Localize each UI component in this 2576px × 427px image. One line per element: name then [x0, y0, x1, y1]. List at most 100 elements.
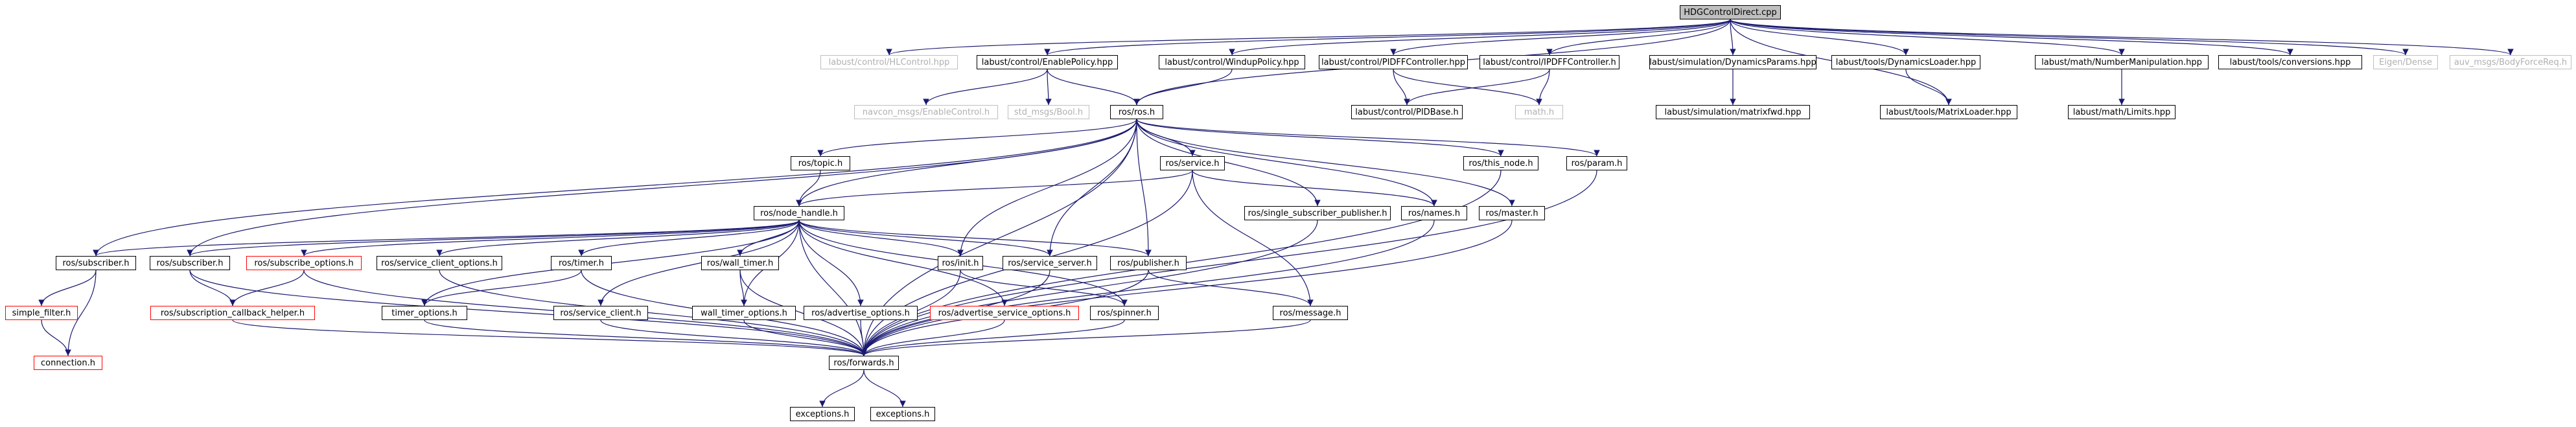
edge-rosh-to-init: [957, 119, 1137, 257]
node-wall-timer[interactable]: ros/wall_timer.h: [701, 256, 779, 270]
edge-pidffc_h-to-mathh: [1536, 69, 1550, 106]
node-init[interactable]: ros/init.h: [938, 256, 983, 270]
node-message[interactable]: ros/message.h: [1273, 306, 1348, 320]
node-conversions[interactable]: labust/tools/conversions.hpp: [2218, 55, 2362, 69]
node-forwards[interactable]: ros/forwards.h: [829, 356, 899, 370]
edge-enablepolicy-to-navcon: [923, 69, 1048, 106]
node-exceptions-2[interactable]: exceptions.h: [870, 407, 935, 421]
edge-pidffc_hpp-to-mathh: [1393, 69, 1542, 106]
node-advertise-service-options[interactable]: ros/advertise_service_options.h: [930, 306, 1079, 320]
node-pidbase[interactable]: labust/control/PIDBase.h: [1351, 105, 1463, 119]
edge-nodehandle-to-advopts: [798, 220, 864, 306]
edge-rosh-to-singlesub: [1136, 119, 1321, 207]
edge-root-to-pidffc_h: [1546, 19, 1731, 56]
node-master[interactable]: ros/master.h: [1479, 206, 1545, 220]
node-exceptions-1[interactable]: exceptions.h: [790, 407, 855, 421]
edge-advsrvopts-to-forwards: [861, 319, 1005, 356]
node-nodehandle[interactable]: ros/node_handle.h: [754, 206, 844, 220]
edge-timer-to-timeropts: [421, 270, 582, 306]
edge-root-to-conversions: [1730, 19, 2293, 56]
edge-nodehandle-to-advsrvopts: [798, 220, 1008, 306]
edge-rosh-to-forwards: [861, 119, 1137, 356]
node-publisher[interactable]: ros/publisher.h: [1110, 256, 1187, 270]
edge-nodehandle-to-subscriber2: [187, 220, 800, 257]
edge-rosh-to-master: [1136, 119, 1515, 207]
node-enablepolicy[interactable]: labust/control/EnablePolicy.hpp: [977, 55, 1118, 69]
node-topic[interactable]: ros/topic.h: [791, 156, 850, 170]
node-winduppolicy[interactable]: labust/control/WindupPolicy.hpp: [1159, 55, 1305, 69]
edge-root-to-hlcontrol: [886, 19, 1731, 56]
edge-nodehandle-to-forwards: [798, 220, 867, 356]
edge-nodehandle-to-srvclientopts: [436, 220, 800, 257]
node-limits[interactable]: labust/math/Limits.hpp: [2068, 105, 2176, 119]
edge-subopts-to-subcbhelper: [229, 270, 305, 306]
node-spinner[interactable]: ros/spinner.h: [1090, 306, 1159, 320]
edge-singlesub-to-forwards: [861, 220, 1318, 356]
node-advertise-options[interactable]: ros/advertise_options.h: [804, 306, 918, 320]
node-timer[interactable]: ros/timer.h: [551, 256, 612, 270]
node-subscriber-1[interactable]: ros/subscriber.h: [56, 256, 136, 270]
edge-root-to-enablepolicy: [1044, 19, 1731, 56]
node-matrixloader[interactable]: labust/tools/MatrixLoader.hpp: [1880, 105, 2017, 119]
edge-root-to-dynparams: [1730, 19, 1736, 56]
node-mathh[interactable]: math.h: [1515, 105, 1563, 119]
edge-forwards-to-exceptions1: [819, 369, 864, 408]
edge-root-to-numman: [1730, 19, 2125, 56]
edge-nodehandle-to-timer: [578, 220, 800, 257]
node-param[interactable]: ros/param.h: [1566, 156, 1627, 170]
node-dynparams[interactable]: labust/simulation/DynamicsParams.hpp: [1649, 55, 1816, 69]
node-hlcontrol[interactable]: labust/control/HLControl.hpp: [820, 55, 958, 69]
edge-publisher-to-message: [1148, 270, 1314, 306]
node-timer-options[interactable]: timer_options.h: [382, 306, 467, 320]
node-thisnode[interactable]: ros/this_node.h: [1463, 156, 1538, 170]
node-service-client[interactable]: ros/service_client.h: [553, 306, 648, 320]
node-subscriber-2[interactable]: ros/subscriber.h: [150, 256, 230, 270]
edge-names-to-forwards: [861, 220, 1435, 356]
node-navcon[interactable]: navcon_msgs/EnableControl.h: [854, 105, 998, 119]
edge-enablepolicy-to-stdbool: [1045, 69, 1052, 106]
node-singlesub[interactable]: ros/single_subscriber_publisher.h: [1244, 206, 1391, 220]
edge-service-to-nodehandle: [796, 170, 1193, 207]
edge-subscriber2-to-subcbhelper: [189, 270, 236, 306]
node-pidffc-h[interactable]: labust/control/IPDFFController.h: [1479, 55, 1619, 69]
edge-srvclient-to-forwards: [600, 319, 867, 356]
edge-subscriber1-to-simplefilter: [38, 270, 97, 306]
edge-service-to-names: [1192, 170, 1437, 207]
node-subscription-callback-helper[interactable]: ros/subscription_callback_helper.h: [150, 306, 315, 320]
node-numman[interactable]: labust/math/NumberManipulation.hpp: [2035, 55, 2209, 69]
edge-nodehandle-to-timeropts: [421, 220, 800, 306]
edge-rosh-to-names: [1136, 119, 1437, 207]
edge-nodehandle-to-srvclient: [598, 220, 800, 306]
node-rosh[interactable]: ros/ros.h: [1110, 105, 1163, 119]
node-pidffc-hpp[interactable]: labust/control/PIDFFController.hpp: [1319, 55, 1468, 69]
edge-srvclientopts-to-forwards: [439, 270, 867, 356]
edge-winduppolicy-to-rosh: [1133, 69, 1233, 106]
edge-rosh-to-param: [1136, 119, 1600, 157]
edge-rosh-to-thisnode: [1136, 119, 1504, 157]
node-connection[interactable]: connection.h: [34, 356, 102, 370]
node-service[interactable]: ros/service.h: [1160, 156, 1225, 170]
node-matrixfwd[interactable]: labust/simulation/matrixfwd.hpp: [1656, 105, 1810, 119]
edge-pidffc_h-to-pidbase: [1404, 69, 1550, 106]
edge-message-to-forwards: [861, 319, 1311, 356]
node-service-server[interactable]: ros/service_server.h: [1003, 256, 1097, 270]
node-names[interactable]: ros/names.h: [1401, 206, 1467, 220]
edge-forwards-to-exceptions2: [863, 369, 906, 408]
node-subscribe-options[interactable]: ros/subscribe_options.h: [246, 256, 362, 270]
edge-nodehandle-to-publisher: [798, 220, 1152, 257]
node-eigen[interactable]: Eigen/Dense: [2373, 55, 2438, 69]
node-bodyforce[interactable]: auv_msgs/BodyForceReq.h: [2450, 55, 2571, 69]
edge-root-to-pidffc_hpp: [1390, 19, 1731, 56]
edge-rosh-to-srvserver: [1047, 119, 1137, 257]
node-service-client-options[interactable]: ros/service_client_options.h: [377, 256, 502, 270]
node-wall-timer-options[interactable]: wall_timer_options.h: [692, 306, 796, 320]
node-dynloader[interactable]: labust/tools/DynamicsLoader.hpp: [1831, 55, 1980, 69]
node-stdbool[interactable]: std_msgs/Bool.h: [1008, 105, 1089, 119]
edge-walltimeropts-to-forwards: [743, 319, 867, 356]
edge-master-to-forwards: [861, 220, 1513, 356]
edge-nodehandle-to-subopts: [301, 220, 800, 257]
node-root[interactable]: HDGControlDirect.cpp: [1680, 5, 1781, 19]
edge-init-to-spinner: [960, 270, 1128, 306]
node-simple-filter[interactable]: simple_filter.h: [5, 306, 78, 320]
